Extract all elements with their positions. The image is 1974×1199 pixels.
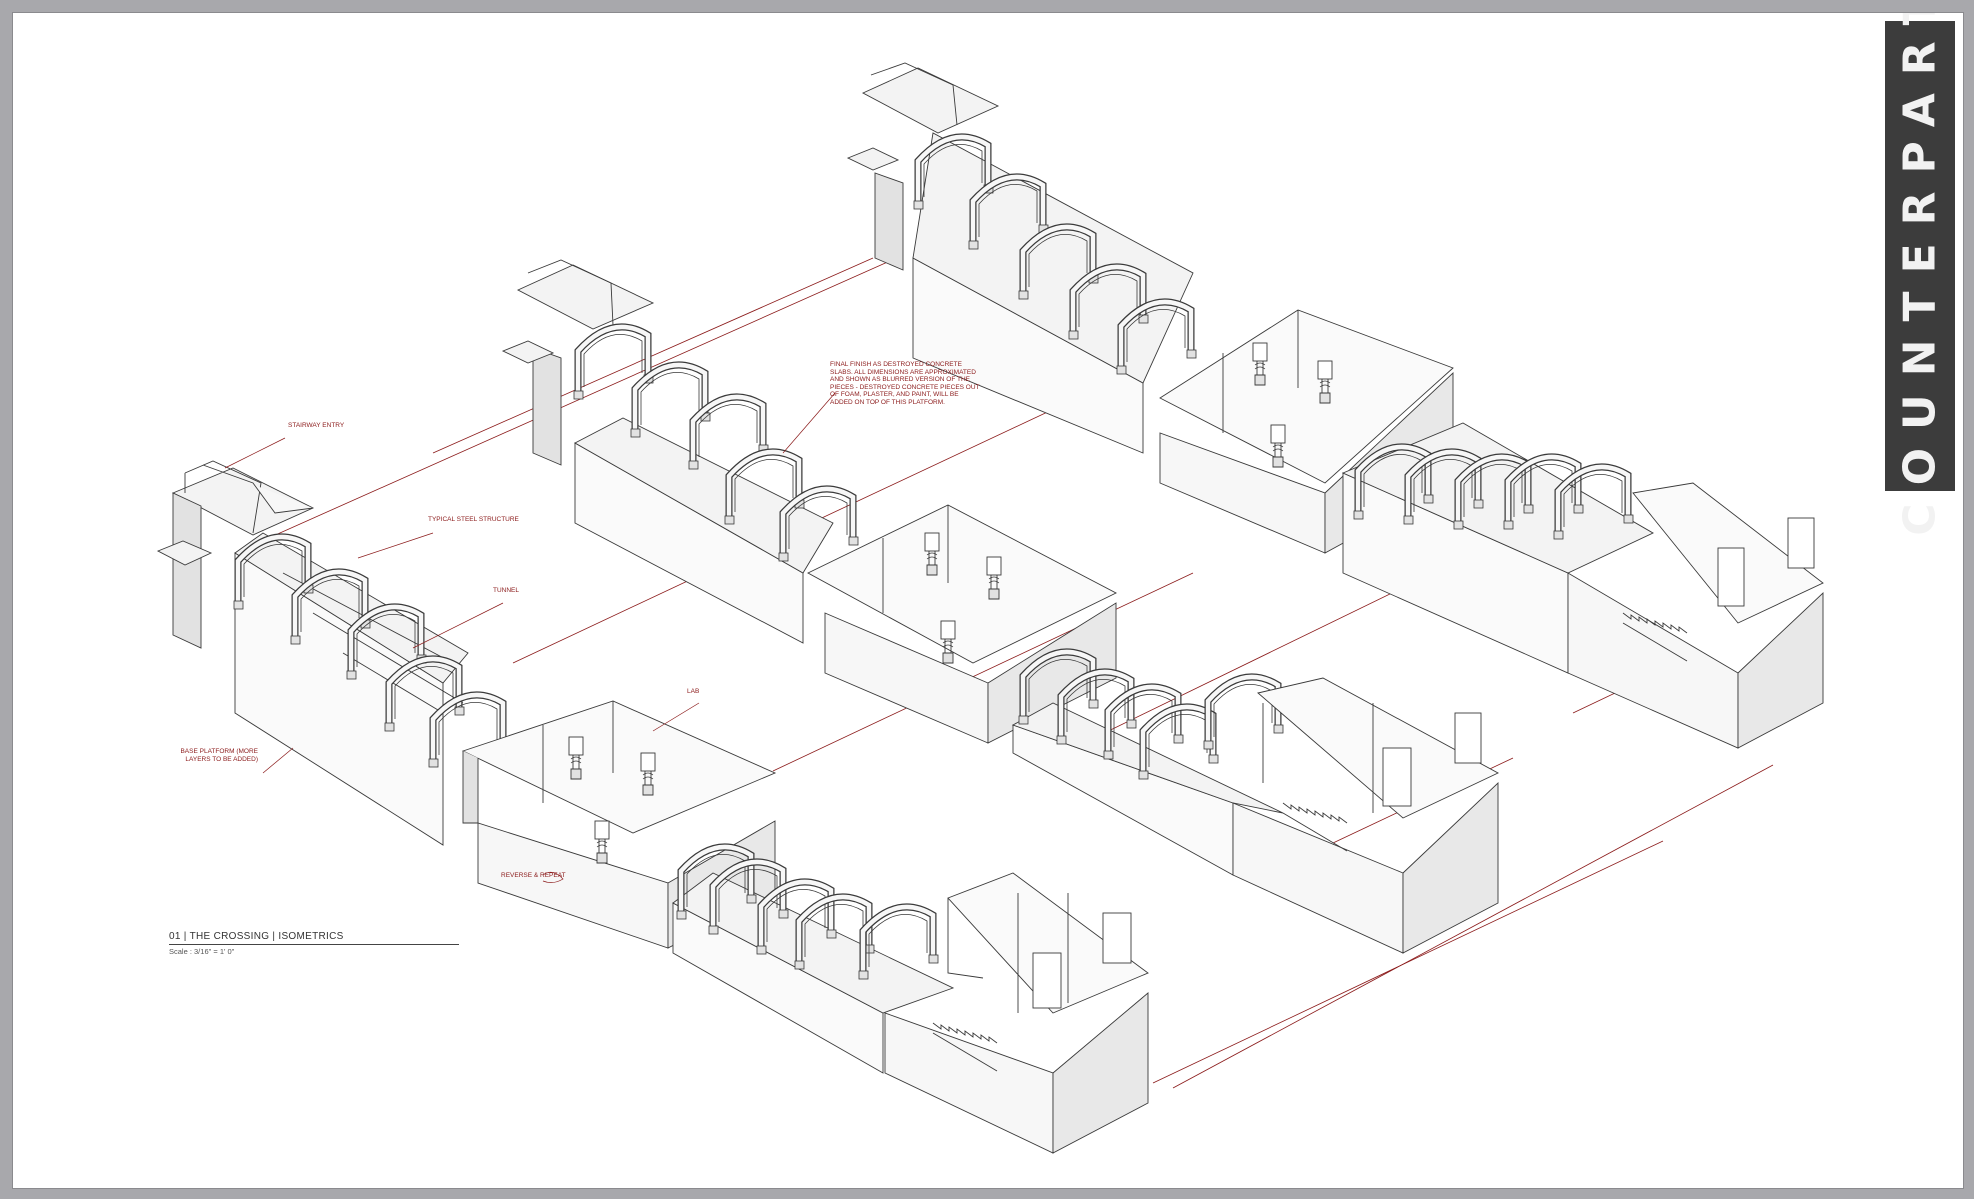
tunnel-platform-middle-right [1011,702,1284,876]
drawing-title: 01 | THE CROSSING | ISOMETRICS [169,931,459,945]
stair-tower-bottom [884,872,1149,1154]
annotation-reverse-repeat: REVERSE & REPEAT [501,872,566,879]
annotation-base-platform: BASE PLATFORM (MORE LAYERS TO BE ADDED) [180,748,258,763]
stairway-entry-middle [501,259,655,466]
annotation-lab: LAB [687,688,700,695]
annotation-stairway-entry: STAIRWAY ENTRY [288,422,345,429]
tunnel-platform-left [234,532,469,846]
drawing-scale: Scale : 3/16" = 1' 0" [169,947,235,956]
isometric-drawing [156,62,1824,1154]
annotation-typical-steel-structure: TYPICAL STEEL STRUCTURE [428,516,519,523]
brand-logo: COUNTERPART [1885,13,1955,535]
annotation-tunnel: TUNNEL [493,587,520,594]
stairway-entry-left [156,460,315,649]
title-block: 01 | THE CROSSING | ISOMETRICS Scale : 3… [169,931,459,956]
stair-tower-middle [1232,677,1499,954]
tunnel-platform-middle [574,417,834,644]
brand-logo-text: COUNTERPART [1894,12,1946,536]
ground-grid [234,255,1774,1089]
drawing-sheet: STAIRWAY ENTRY TYPICAL STEEL STRUCTURE T… [12,12,1964,1189]
stair-tower-right [1567,482,1824,749]
tunnel-platform-bottom [672,872,955,1074]
stairway-entry-top [846,62,1000,271]
annotation-final-finish-note: FINAL FINISH AS DESTROYED CONCRETE SLABS… [830,361,980,406]
annotation-leaders [224,392,836,883]
